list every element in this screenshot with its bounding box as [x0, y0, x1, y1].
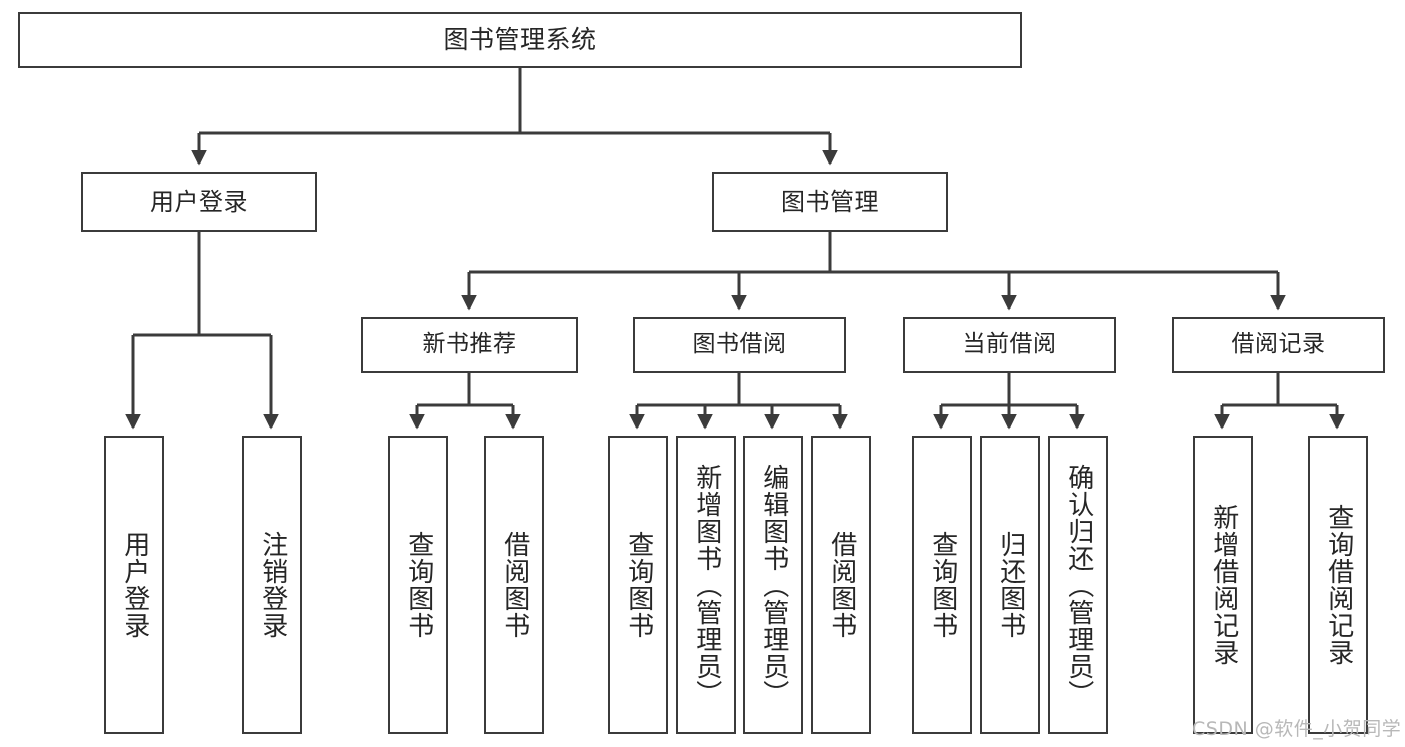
node-label: 查询借阅记录: [1323, 504, 1354, 666]
node-borrow-record[interactable]: 借阅记录: [1172, 317, 1385, 373]
leaf-borrow-record-add[interactable]: 新增借阅记录: [1193, 436, 1253, 734]
node-current-borrow[interactable]: 当前借阅: [903, 317, 1116, 373]
node-label: 借阅记录: [1231, 331, 1326, 358]
leaf-book-borrow-add[interactable]: 新增图书（管理员）: [676, 436, 736, 734]
node-new-book-recommend[interactable]: 新书推荐: [361, 317, 578, 373]
leaf-book-borrow-edit[interactable]: 编辑图书（管理员）: [743, 436, 803, 734]
leaf-user-login-login[interactable]: 用户登录: [104, 436, 164, 734]
node-label: 用户登录: [150, 187, 248, 216]
node-label: 注销登录: [257, 531, 288, 639]
leaf-current-borrow-query[interactable]: 查询图书: [912, 436, 972, 734]
leaf-new-book-borrow[interactable]: 借阅图书: [484, 436, 544, 734]
node-label: 编辑图书（管理员）: [758, 463, 789, 707]
leaf-user-login-logout[interactable]: 注销登录: [242, 436, 302, 734]
node-label: 图书借阅: [692, 331, 787, 358]
node-label: 新增借阅记录: [1208, 504, 1239, 666]
node-label: 查询图书: [623, 531, 654, 639]
node-book-management[interactable]: 图书管理: [712, 172, 948, 232]
leaf-current-borrow-confirm-return[interactable]: 确认归还（管理员）: [1048, 436, 1108, 734]
node-label: 用户登录: [119, 531, 150, 639]
node-label: 借阅图书: [826, 531, 857, 639]
node-label: 查询图书: [927, 531, 958, 639]
leaf-current-borrow-return[interactable]: 归还图书: [980, 436, 1040, 734]
node-book-borrow[interactable]: 图书借阅: [633, 317, 846, 373]
node-label: 当前借阅: [962, 331, 1057, 358]
leaf-borrow-record-query[interactable]: 查询借阅记录: [1308, 436, 1368, 734]
node-user-login[interactable]: 用户登录: [81, 172, 317, 232]
node-label: 新书推荐: [422, 331, 517, 358]
node-label: 归还图书: [995, 531, 1026, 639]
node-label: 图书管理: [781, 187, 879, 216]
node-label: 借阅图书: [499, 531, 530, 639]
node-root-system[interactable]: 图书管理系统: [18, 12, 1022, 68]
leaf-book-borrow-query[interactable]: 查询图书: [608, 436, 668, 734]
node-label: 查询图书: [403, 531, 434, 639]
leaf-book-borrow-borrow[interactable]: 借阅图书: [811, 436, 871, 734]
node-label: 图书管理系统: [443, 25, 597, 55]
node-label: 确认归还（管理员）: [1063, 463, 1094, 707]
node-label: 新增图书（管理员）: [691, 463, 722, 707]
leaf-new-book-query[interactable]: 查询图书: [388, 436, 448, 734]
